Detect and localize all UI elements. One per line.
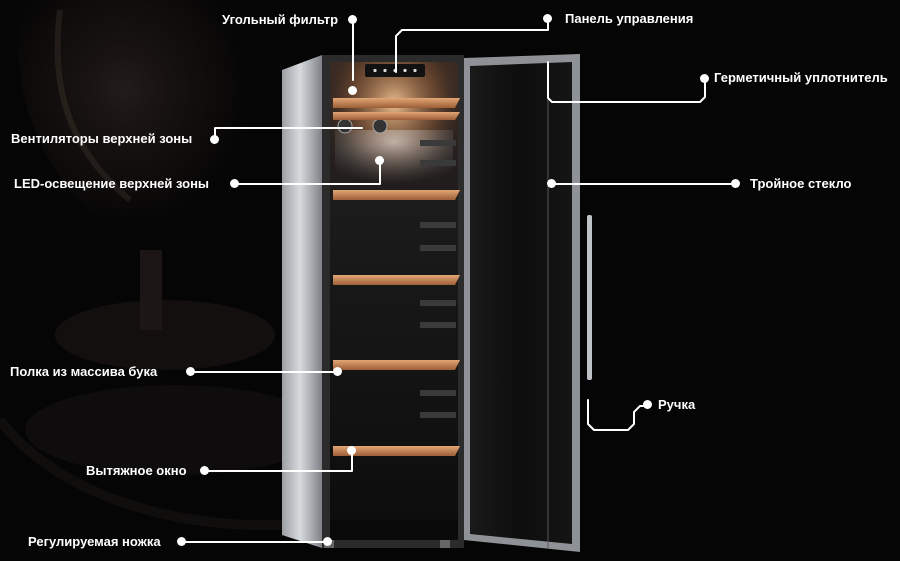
beech-shelf-dot bbox=[186, 367, 195, 376]
label-control-panel: Панель управления bbox=[565, 11, 694, 26]
label-hermetic-seal: Герметичный уплотнитель bbox=[714, 70, 888, 85]
exhaust-window-target-dot bbox=[347, 446, 356, 455]
top-zone-led-target-dot bbox=[375, 156, 384, 165]
carbon-filter-target-dot bbox=[348, 86, 357, 95]
carbon-filter-dot bbox=[348, 15, 357, 24]
triple-glass-dot bbox=[731, 179, 740, 188]
control-panel-dot bbox=[543, 14, 552, 23]
label-adjustable-foot: Регулируемая ножка bbox=[28, 534, 161, 549]
label-beech-shelf: Полка из массива бука bbox=[10, 364, 158, 379]
label-top-zone-fans: Вентиляторы верхней зоны bbox=[11, 131, 193, 146]
handle-dot bbox=[643, 400, 652, 409]
label-exhaust-window: Вытяжное окно bbox=[86, 463, 187, 478]
adjustable-foot-dot bbox=[177, 537, 186, 546]
beech-shelf-target-dot bbox=[333, 367, 342, 376]
exhaust-window-dot bbox=[200, 466, 209, 475]
label-top-zone-led: LED-освещение верхней зоны bbox=[14, 176, 210, 191]
triple-glass-target-dot bbox=[547, 179, 556, 188]
hermetic-seal-dot bbox=[700, 74, 709, 83]
label-carbon-filter: Угольный фильтр bbox=[222, 12, 339, 27]
label-triple-glass: Тройное стекло bbox=[750, 176, 852, 191]
top-zone-fans-dot bbox=[210, 135, 219, 144]
adjustable-foot-target-dot bbox=[323, 537, 332, 546]
top-zone-led-dot bbox=[230, 179, 239, 188]
beech-shelves bbox=[333, 98, 460, 456]
label-handle: Ручка bbox=[658, 397, 696, 412]
